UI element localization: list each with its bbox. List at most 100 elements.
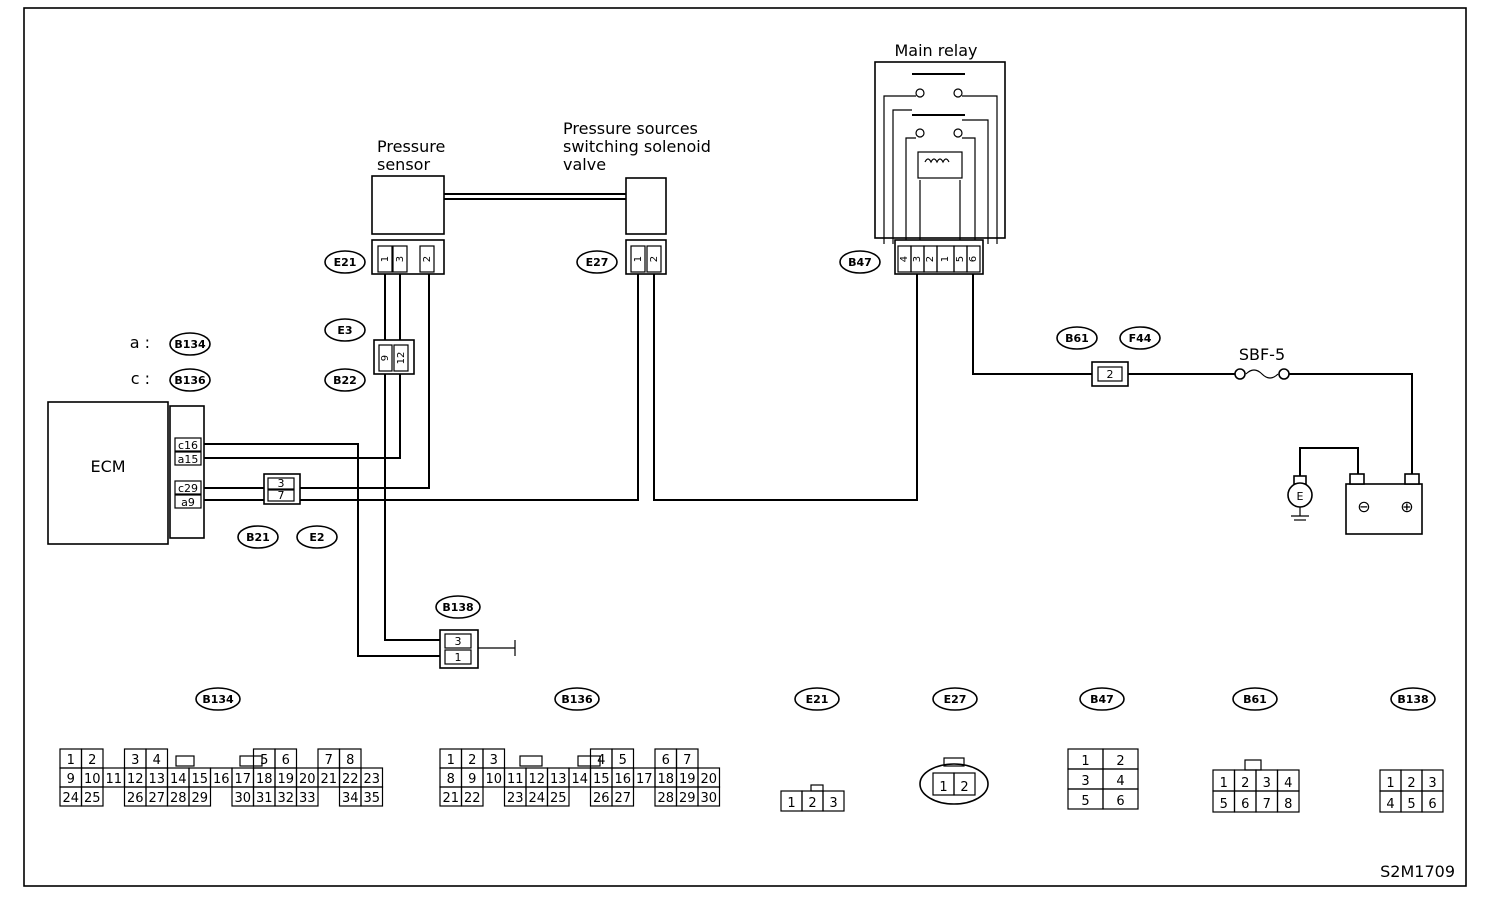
face-e21-pin-2: 2 <box>808 796 816 811</box>
face-b136-pin-19: 19 <box>679 772 696 787</box>
face-b134-pin-8: 8 <box>346 753 354 768</box>
face-b136-pin-30: 30 <box>700 791 717 806</box>
face-b61-pin-3: 3 <box>1263 776 1271 791</box>
face-b134-pin-35: 35 <box>363 791 380 806</box>
face-b134-pin-17: 17 <box>234 772 251 787</box>
face-b61-pin-2: 2 <box>1241 776 1249 791</box>
wires <box>204 274 1413 657</box>
face-b47-pin-1: 1 <box>1081 754 1089 769</box>
engine-ground: E <box>1287 475 1313 521</box>
b47-pin-6: 6 <box>968 256 979 262</box>
solenoid-label-1: Pressure sources <box>563 119 698 138</box>
face-b136-pin-5: 5 <box>619 753 627 768</box>
face-title-b138: B138 <box>1397 693 1428 706</box>
face-b136-pin-17: 17 <box>636 772 653 787</box>
face-b136-pin-23: 23 <box>507 791 524 806</box>
face-b47-pin-5: 5 <box>1081 794 1089 809</box>
face-b136-pin-26: 26 <box>593 791 610 806</box>
b138-pin-3: 3 <box>455 635 462 648</box>
face-b136-pin-24: 24 <box>528 791 545 806</box>
face-b136-pin-2: 2 <box>468 753 476 768</box>
diagram-frame <box>23 7 1467 887</box>
solenoid-label-3: valve <box>563 155 606 174</box>
legend-c-connector: B136 <box>174 374 206 387</box>
face-b136-pin-6: 6 <box>662 753 670 768</box>
b47-tag: B47 <box>848 256 872 269</box>
b21-pin-7: 7 <box>278 489 285 502</box>
face-e21-pin-1: 1 <box>787 796 795 811</box>
pressure-sensor-label-1: Pressure <box>377 137 445 156</box>
fuse-sbf5: SBF-5 <box>1234 345 1290 380</box>
figure-code: S2M1709 <box>1380 862 1455 881</box>
face-b136-pin-8: 8 <box>447 772 455 787</box>
battery: ⊖ ⊕ <box>1345 473 1423 535</box>
face-title-e21: E21 <box>806 693 829 706</box>
face-b136-pin-21: 21 <box>442 791 459 806</box>
main-relay: Main relay 4 3 2 1 5 6 <box>874 41 1006 275</box>
face-b136-pin-15: 15 <box>593 772 610 787</box>
face-b134-pin-21: 21 <box>320 772 337 787</box>
f44-tag: F44 <box>1129 332 1152 345</box>
battery-negative: ⊖ <box>1357 497 1370 516</box>
face-b138-pin-4: 4 <box>1386 797 1394 812</box>
face-b134-pin-10: 10 <box>84 772 101 787</box>
e3-tag: E3 <box>337 324 352 337</box>
face-b134-pin-18: 18 <box>256 772 273 787</box>
face-b136-pin-12: 12 <box>528 772 545 787</box>
face-b134-pin-11: 11 <box>105 772 122 787</box>
b138-connector <box>439 629 479 669</box>
b61-tag: B61 <box>1065 332 1089 345</box>
face-b136-pin-4: 4 <box>597 753 605 768</box>
face-b136-pin-25: 25 <box>550 791 567 806</box>
face-b134-pin-30: 30 <box>234 791 251 806</box>
legend-a-label: a : <box>130 333 150 352</box>
face-b138-pin-6: 6 <box>1428 797 1436 812</box>
b138-pin-1: 1 <box>455 651 462 664</box>
face-b134-pin-32: 32 <box>277 791 294 806</box>
face-e27-pin-1: 1 <box>939 780 947 795</box>
face-b134-pin-12: 12 <box>127 772 144 787</box>
face-b134-pin-24: 24 <box>62 791 79 806</box>
ecm-connector-legend: a : B134 c : B136 <box>130 332 211 392</box>
main-relay-label: Main relay <box>894 41 977 60</box>
face-title-b136: B136 <box>561 693 593 706</box>
solenoid-valve: Pressure sources switching solenoid valv… <box>563 119 711 275</box>
b21-pin-3: 3 <box>278 477 285 490</box>
e2-tag: E2 <box>309 531 324 544</box>
b47-pin-3: 3 <box>912 256 923 262</box>
ecm-pin-c29: c29 <box>178 482 198 495</box>
face-b47-pin-6: 6 <box>1116 794 1124 809</box>
face-b47-pin-2: 2 <box>1116 754 1124 769</box>
face-b136-pin-22: 22 <box>464 791 481 806</box>
face-b138-pin-3: 3 <box>1428 776 1436 791</box>
face-b136-pin-28: 28 <box>657 791 674 806</box>
ecm-pin-a15: a15 <box>178 453 199 466</box>
e3-pin-9: 9 <box>380 355 391 361</box>
e21-pin-1: 1 <box>380 256 391 262</box>
face-b134-pin-20: 20 <box>299 772 316 787</box>
face-b136-pin-10: 10 <box>485 772 502 787</box>
face-b136-pin-1: 1 <box>447 753 455 768</box>
face-b134-pin-34: 34 <box>342 791 359 806</box>
face-b136-pin-29: 29 <box>679 791 696 806</box>
face-b134-pin-7: 7 <box>325 753 333 768</box>
b22-tag: B22 <box>333 374 357 387</box>
face-b138-pin-2: 2 <box>1407 776 1415 791</box>
b47-pin-5: 5 <box>955 256 966 262</box>
face-b134-pin-28: 28 <box>170 791 187 806</box>
face-title-e27: E27 <box>944 693 967 706</box>
ecm-pin-c16: c16 <box>178 439 198 452</box>
face-b134-pin-13: 13 <box>148 772 165 787</box>
face-b61-pin-6: 6 <box>1241 797 1249 812</box>
face-b134-pin-31: 31 <box>256 791 273 806</box>
face-b134-pin-26: 26 <box>127 791 144 806</box>
legend-a-connector: B134 <box>174 338 206 351</box>
face-b134-pin-2: 2 <box>88 753 96 768</box>
face-b136-pin-13: 13 <box>550 772 567 787</box>
face-b134-pin-4: 4 <box>153 753 161 768</box>
face-b136-pin-20: 20 <box>700 772 717 787</box>
face-b134-pin-15: 15 <box>191 772 208 787</box>
b21-tag: B21 <box>246 531 270 544</box>
face-b138-pin-1: 1 <box>1386 776 1394 791</box>
